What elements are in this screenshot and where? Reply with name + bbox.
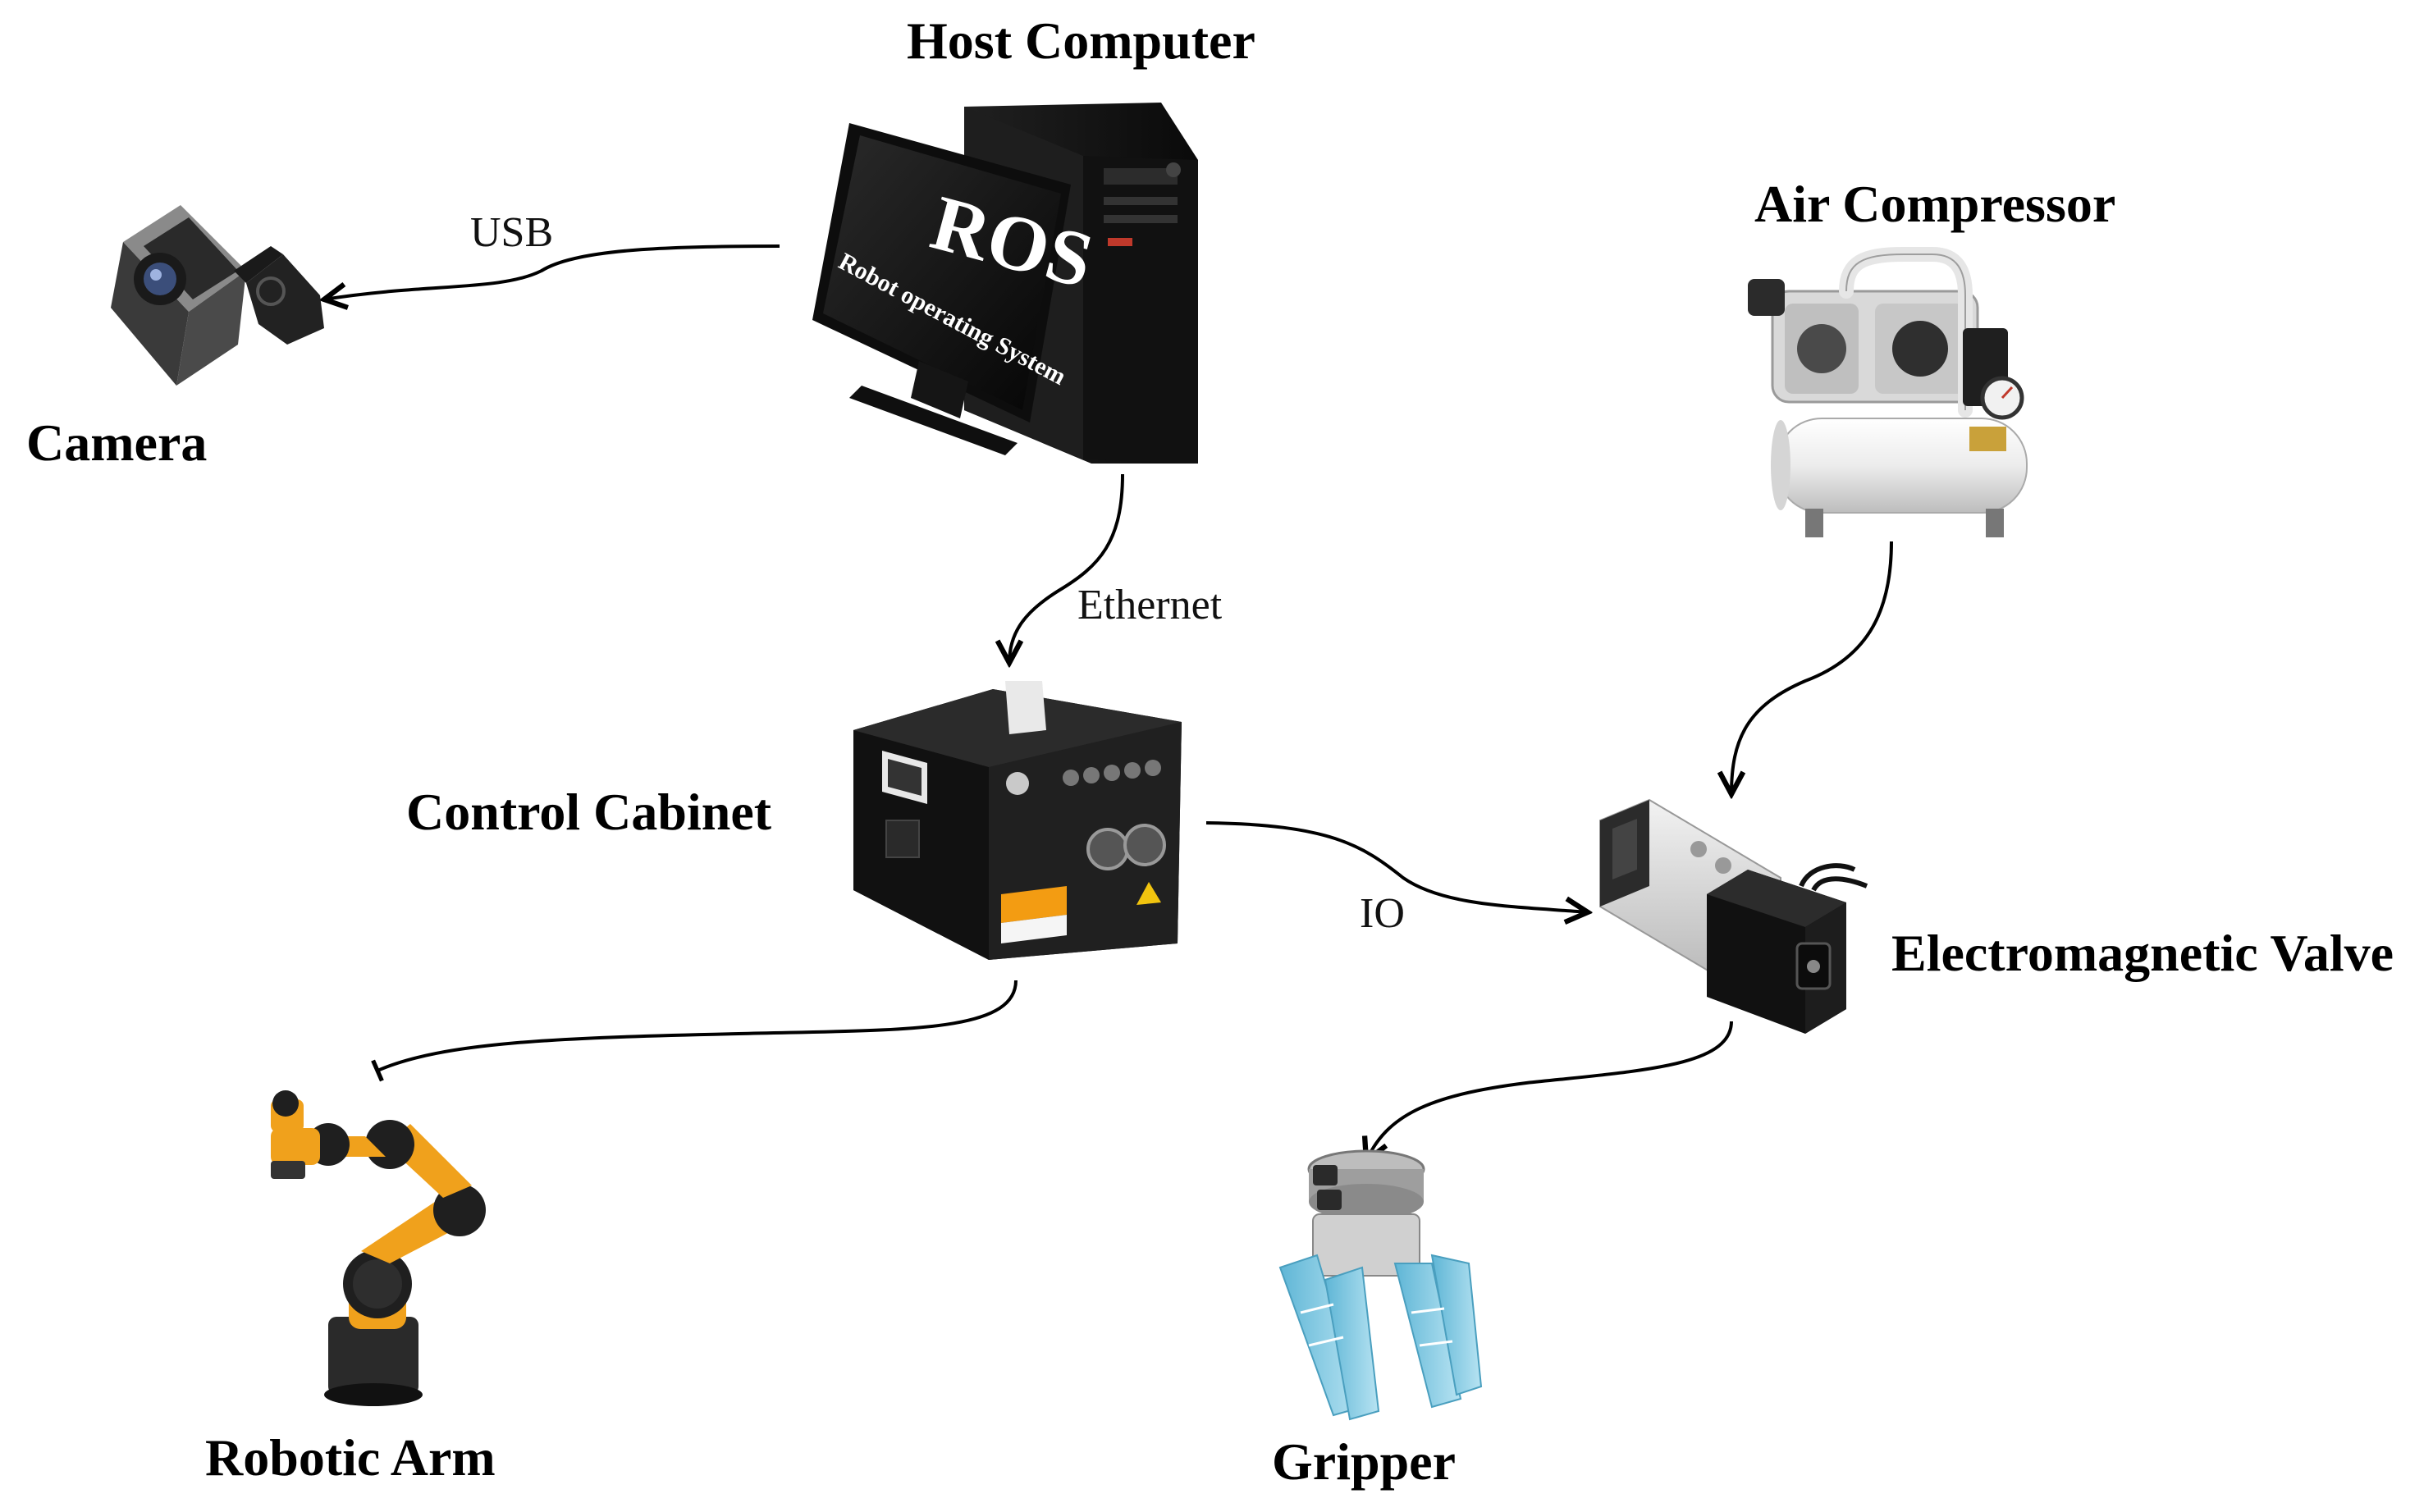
robotic-arm-illustration: [271, 1090, 486, 1406]
edge-grip: [1366, 1021, 1733, 1161]
robotic-arm-label: Robotic Arm: [205, 1428, 496, 1487]
electromagnetic-valve-illustration: [1599, 798, 1868, 1034]
edge-arm: [371, 980, 1018, 1082]
host-computer-illustration: ROS Robot operating System: [812, 103, 1198, 464]
edge-io-label: IO: [1360, 890, 1405, 937]
edge-io: [1205, 821, 1588, 912]
edge-usb-label: USB: [470, 209, 554, 256]
electromagnetic-valve-label: Electromagnetic Valve: [1891, 924, 2394, 982]
host-computer-label: Host Computer: [907, 11, 1255, 70]
air-compressor-label: Air Compressor: [1754, 175, 2116, 233]
gripper-illustration: [1278, 1149, 1483, 1421]
control-cabinet-illustration: [853, 681, 1182, 960]
edge-ethernet-label: Ethernet: [1077, 582, 1223, 628]
camera-label: Camera: [26, 413, 208, 472]
control-cabinet-label: Control Cabinet: [406, 783, 772, 841]
edge-ethernet: [1009, 473, 1124, 663]
gripper-label: Gripper: [1272, 1432, 1456, 1491]
edge-usb: [324, 244, 780, 299]
camera-illustration: [111, 205, 324, 386]
edge-air: [1731, 541, 1893, 794]
air-compressor-illustration: [1748, 247, 2028, 537]
